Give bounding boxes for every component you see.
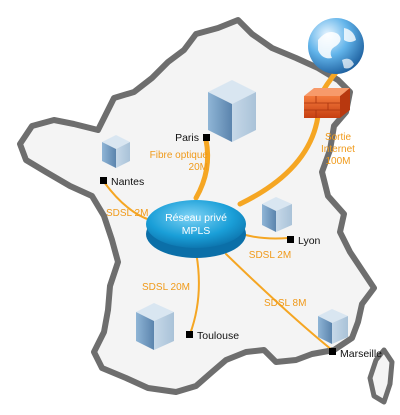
globe-icon [308, 18, 364, 74]
city-label-nantes: Nantes [111, 176, 144, 188]
link-label-internet-1: Sortie [325, 132, 352, 143]
city-label-toulouse: Toulouse [197, 330, 239, 342]
link-nantes [103, 181, 151, 221]
firewall-icon [304, 88, 350, 118]
link-label-paris-1: Fibre optique [150, 150, 209, 161]
city-label-paris: Paris [175, 132, 199, 144]
link-toulouse [189, 251, 200, 335]
marker-paris [203, 134, 210, 141]
city-label-marseille: Marseille [340, 348, 382, 360]
building-marseille [318, 309, 348, 344]
marker-nantes [100, 177, 107, 184]
building-paris [208, 80, 256, 142]
hub-label-line2: MPLS [182, 225, 211, 237]
building-lyon [262, 197, 292, 232]
link-label-marseille: SDSL 8M [264, 298, 306, 309]
link-label-toulouse: SDSL 20M [142, 282, 190, 293]
mpls-hub: Réseau privé MPLS [146, 200, 246, 258]
link-internet [237, 113, 321, 207]
city-label-lyon: Lyon [298, 235, 321, 247]
marker-toulouse [186, 331, 193, 338]
link-paris [193, 137, 211, 201]
link-label-internet-2: Internet [321, 144, 355, 155]
marker-marseille [329, 348, 336, 355]
building-toulouse [136, 303, 174, 350]
hub-label-line1: Réseau privé [165, 212, 227, 224]
marker-lyon [287, 236, 294, 243]
building-nantes [102, 135, 130, 168]
link-label-paris-2: 20M [189, 162, 208, 173]
link-label-nantes: SDSL 2M [106, 208, 148, 219]
link-marseille [225, 253, 333, 351]
link-label-internet-3: 100M [325, 156, 350, 167]
corsica-outline [367, 347, 395, 405]
link-label-lyon: SDSL 2M [249, 250, 291, 261]
